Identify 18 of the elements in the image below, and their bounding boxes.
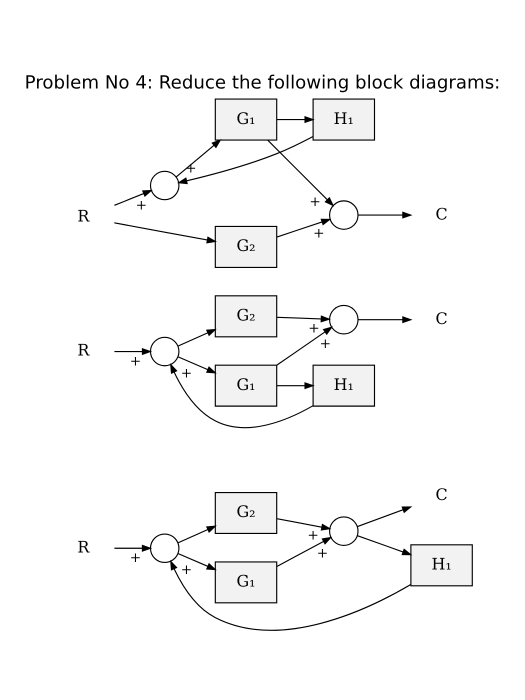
edge-label: + — [130, 550, 142, 566]
edge-label: + — [136, 197, 148, 214]
edge-label: + — [180, 366, 192, 382]
edge-label: + — [308, 320, 320, 337]
edge-label: + — [307, 528, 319, 544]
edge-label: + — [320, 336, 332, 352]
edge-label: + — [309, 194, 321, 210]
diagram-title: Problem No 4: Reduce the following block diagrams: — [24, 72, 500, 94]
node-text: R — [77, 340, 90, 360]
node-text: C — [436, 204, 448, 224]
node-text: C — [436, 308, 448, 328]
edge-label: + — [313, 226, 325, 242]
node-text: R — [77, 206, 90, 226]
edge-label: + — [130, 354, 142, 370]
edge-label: + — [316, 545, 328, 562]
node-text: C — [436, 485, 448, 504]
edge-label: + — [180, 562, 192, 578]
node-text: R — [77, 537, 90, 556]
